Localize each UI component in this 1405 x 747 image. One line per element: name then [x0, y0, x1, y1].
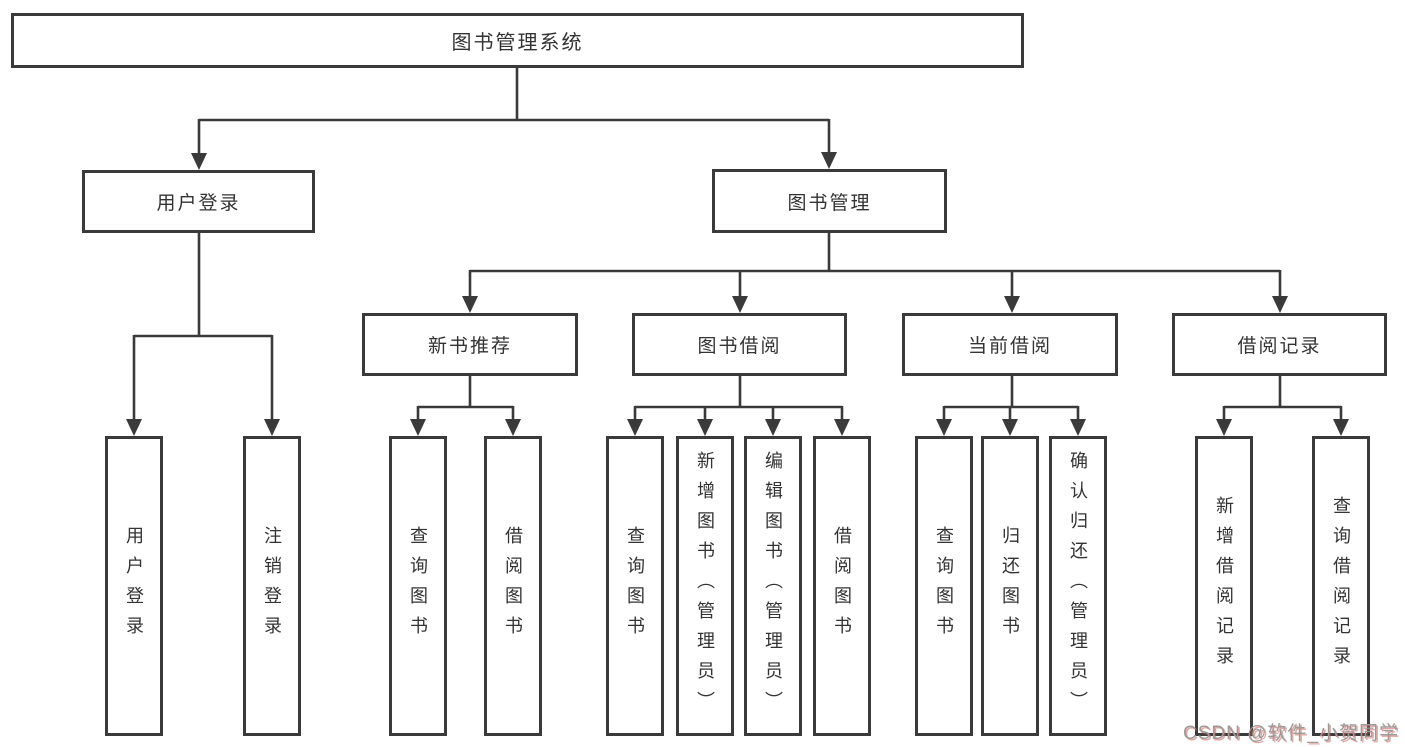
leaf-add-borrow-record: 新增借阅记录	[1195, 436, 1253, 736]
leaf-query-borrow-record: 查询借阅记录	[1312, 436, 1370, 736]
node-book-borrowing: 图书借阅	[632, 313, 847, 376]
node-user-login: 用户登录	[82, 170, 315, 233]
node-book-management: 图书管理	[712, 169, 947, 233]
node-borrowing-records: 借阅记录	[1172, 313, 1387, 376]
csdn-watermark: CSDN @软件_小贺同学	[1183, 723, 1399, 744]
leaf-edit-books-admin: 编辑图书（管理员）	[744, 436, 802, 736]
leaf-user-login: 用户登录	[105, 436, 163, 736]
leaf-query-books-current: 查询图书	[915, 436, 973, 736]
leaf-query-books-recommend: 查询图书	[389, 436, 447, 736]
node-current-borrowing: 当前借阅	[902, 313, 1118, 376]
leaf-borrow-books-borrowing: 借阅图书	[813, 436, 871, 736]
leaf-confirm-return-admin: 确认归还（管理员）	[1049, 436, 1107, 736]
leaf-return-books: 归还图书	[981, 436, 1039, 736]
leaf-query-books-borrowing: 查询图书	[606, 436, 664, 736]
leaf-add-books-admin: 新增图书（管理员）	[676, 436, 734, 736]
leaf-logout: 注销登录	[243, 436, 301, 736]
leaf-borrow-books-recommend: 借阅图书	[484, 436, 542, 736]
node-new-book-recommend: 新书推荐	[362, 313, 578, 376]
node-library-system: 图书管理系统	[11, 13, 1024, 68]
